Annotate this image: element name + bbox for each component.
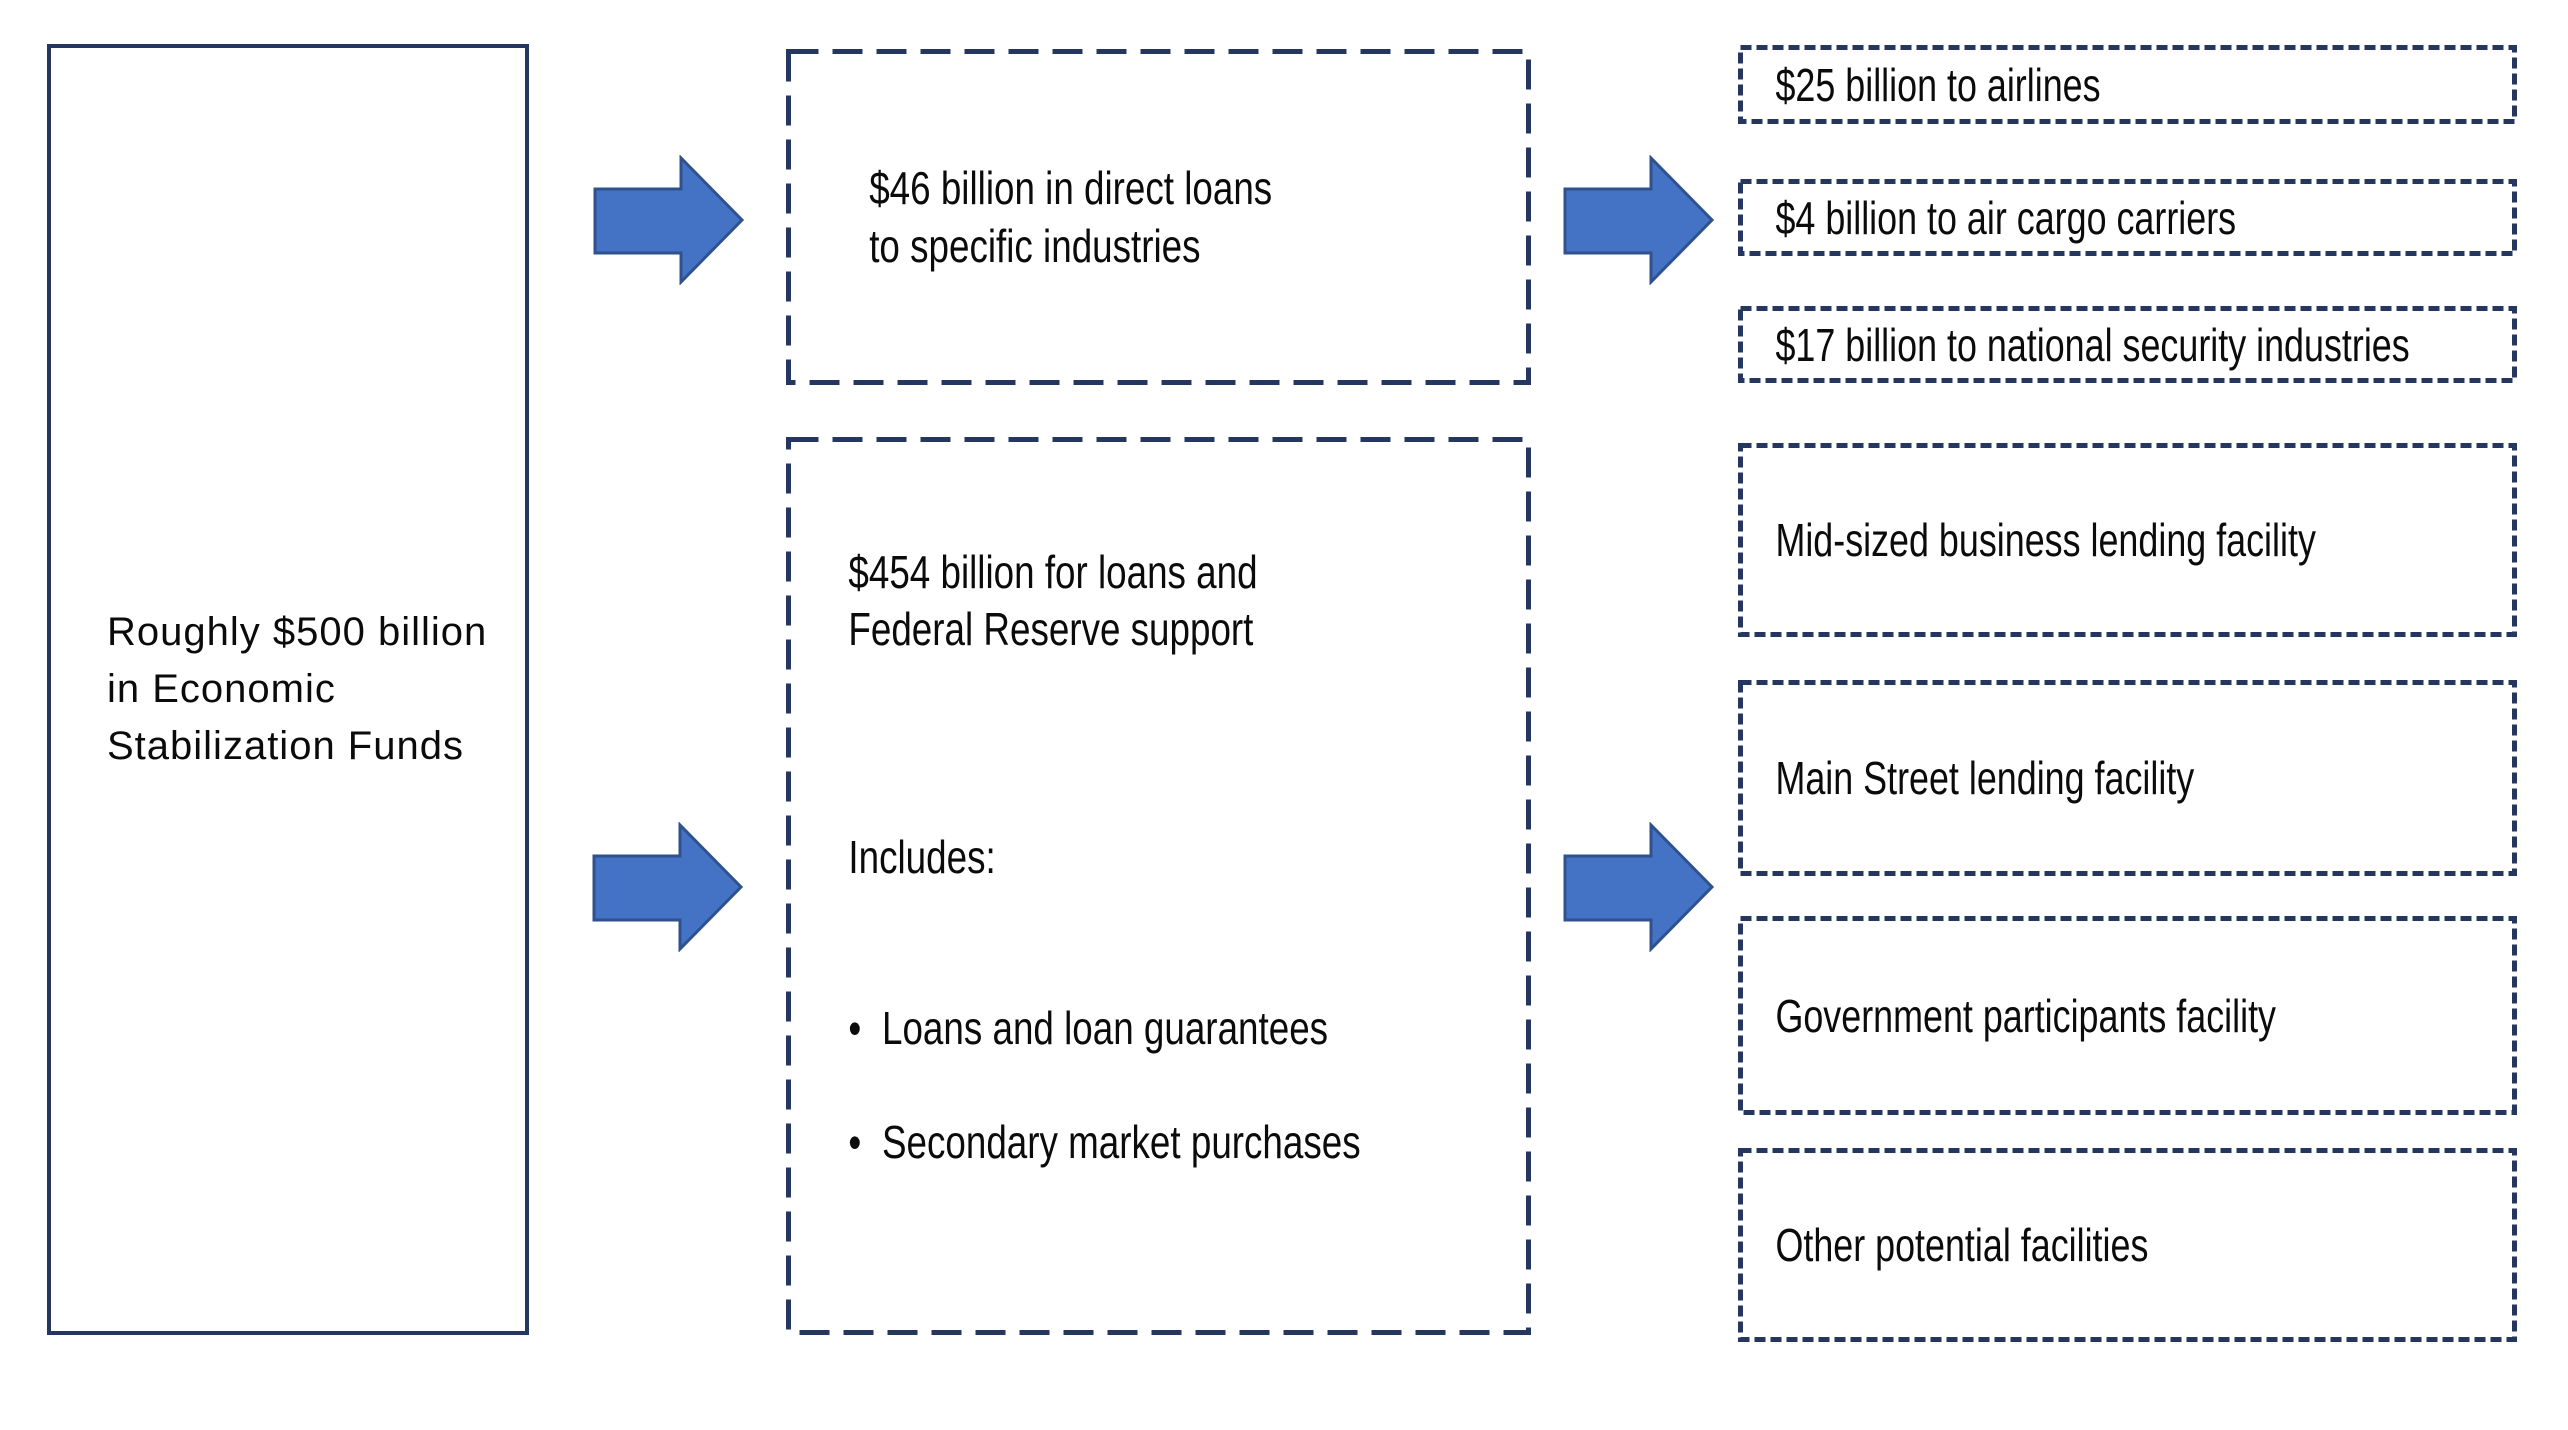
fed-support-bullet-list: • Loans and loan guarantees • Secondary … (848, 943, 1360, 1228)
facility-other-potential-label: Other potential facilities (1775, 1219, 2149, 1271)
bullet-item: • Loans and loan guarantees (848, 1000, 1360, 1057)
direct-loans-label: $46 billion in direct loans to specific … (869, 162, 1273, 272)
facility-main-street-box: Main Street lending facility (1738, 680, 2517, 876)
allocation-air-cargo-box: $4 billion to air cargo carriers (1738, 179, 2517, 256)
facility-main-street-label: Main Street lending facility (1775, 752, 2195, 804)
allocation-airlines-label: $25 billion to airlines (1775, 58, 2101, 111)
allocation-airlines-box: $25 billion to airlines (1738, 45, 2517, 124)
bullet-text: Secondary market purchases (882, 1116, 1361, 1168)
bullet-icon: • (848, 1002, 862, 1054)
facility-other-potential-box: Other potential facilities (1738, 1148, 2517, 1342)
direct-loans-box: $46 billion in direct loans to specific … (786, 49, 1531, 385)
arrow-source-to-fed-support-icon (592, 822, 744, 952)
spacer (848, 715, 1360, 772)
source-funds-box: Roughly $500 billion in Economic Stabili… (47, 44, 529, 1335)
fed-support-title: $454 billion for loans and Federal Reser… (848, 546, 1258, 655)
allocation-air-cargo-label: $4 billion to air cargo carriers (1775, 191, 2237, 244)
facility-mid-sized-business-box: Mid-sized business lending facility (1738, 443, 2517, 637)
arrow-source-to-direct-loans-icon (593, 155, 745, 285)
arrow-fed-support-to-facilities-icon (1563, 822, 1715, 952)
bullet-text: Loans and loan guarantees (882, 1002, 1329, 1054)
facility-mid-sized-business-label: Mid-sized business lending facility (1775, 514, 2316, 566)
bullet-icon: • (848, 1116, 862, 1168)
facility-government-participants-label: Government participants facility (1775, 989, 2276, 1042)
bullet-item: • Secondary market purchases (848, 1114, 1360, 1171)
arrow-direct-loans-to-allocations-icon (1563, 155, 1715, 285)
facility-government-participants-box: Government participants facility (1738, 916, 2517, 1115)
allocation-national-security-box: $17 billion to national security industr… (1738, 306, 2517, 383)
fed-support-box: $454 billion for loans and Federal Reser… (786, 437, 1531, 1335)
fed-support-includes-label: Includes: (848, 831, 996, 883)
source-funds-label: Roughly $500 billion in Economic Stabili… (107, 610, 488, 768)
allocation-national-security-label: $17 billion to national security industr… (1775, 318, 2410, 371)
